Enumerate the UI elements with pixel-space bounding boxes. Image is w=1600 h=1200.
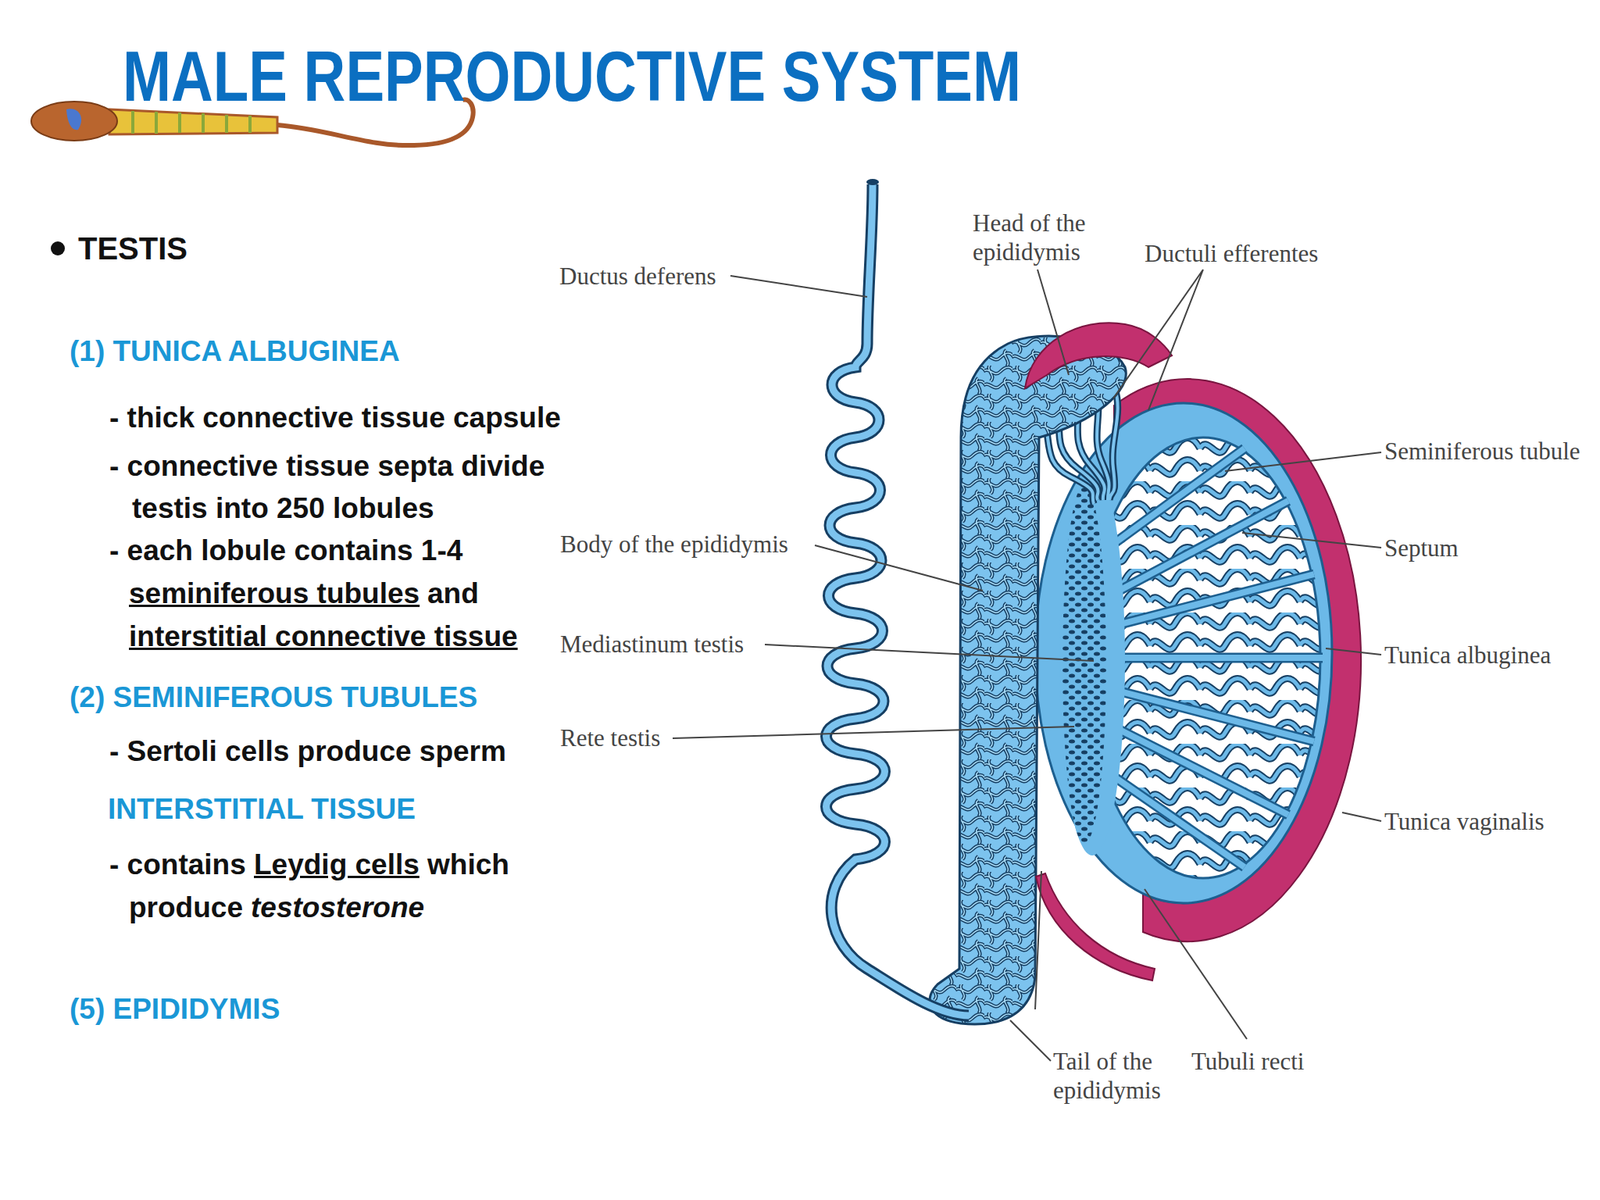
bullet-text: Leydig cells [253, 843, 420, 886]
leader-lines [672, 269, 1382, 1061]
part-label: Ductus deferens [559, 261, 717, 291]
bullet-dot [50, 241, 65, 256]
bullet-text: - connective tissue septa divide testis … [109, 445, 601, 530]
epididymis [929, 335, 1126, 1025]
bullet-text: - Sertoli cells produce sperm [109, 730, 507, 773]
part-label: Tunica albuginea [1384, 640, 1551, 670]
subheading: (1) TUNICA ALBUGINEA [69, 330, 400, 373]
rete-testis [1062, 484, 1107, 844]
subheading: INTERSTITIAL TISSUE [107, 788, 416, 831]
bullet-text: and [427, 572, 479, 615]
septa [1109, 448, 1323, 868]
bullet-text: - thick connective tissue capsule [109, 396, 561, 440]
part-label: Septum [1384, 533, 1459, 563]
subheading: (5) EPIDIDYMIS [69, 988, 280, 1031]
part-label: Mediastinum testis [560, 629, 744, 659]
part-label: Body of the epididymis [560, 529, 789, 559]
slide-title: MALE REPRODUCTIVE SYSTEM [122, 37, 1022, 116]
bullet-text: testosterone [250, 886, 425, 929]
part-label: Head of the epididymis [972, 208, 1110, 267]
bullet-text: produce [128, 886, 243, 929]
bullet-text: seminiferous tubules [128, 572, 420, 615]
bullet-text: interstitial connective tissue [128, 615, 518, 658]
part-label: Tunica vaginalis [1384, 807, 1545, 836]
bullet-text: - each lobule contains 1-4 [109, 529, 463, 572]
part-label: Rete testis [560, 723, 661, 753]
tunica-vaginalis-lower [1035, 873, 1155, 981]
bullet-text: which [427, 843, 510, 886]
part-label: Tubuli recti [1191, 1046, 1304, 1076]
bullet-text: - contains [109, 843, 247, 886]
part-label: Ductuli efferentes [1144, 239, 1318, 268]
part-label: Seminiferous tubule [1384, 436, 1581, 466]
subheading: (2) SEMINIFEROUS TUBULES [69, 676, 478, 719]
ductus-deferens [826, 178, 970, 1016]
section-heading: TESTIS [78, 227, 188, 270]
part-label: Tail of the epididymis [1053, 1046, 1190, 1105]
tunica-vaginalis-hood [1025, 322, 1172, 389]
